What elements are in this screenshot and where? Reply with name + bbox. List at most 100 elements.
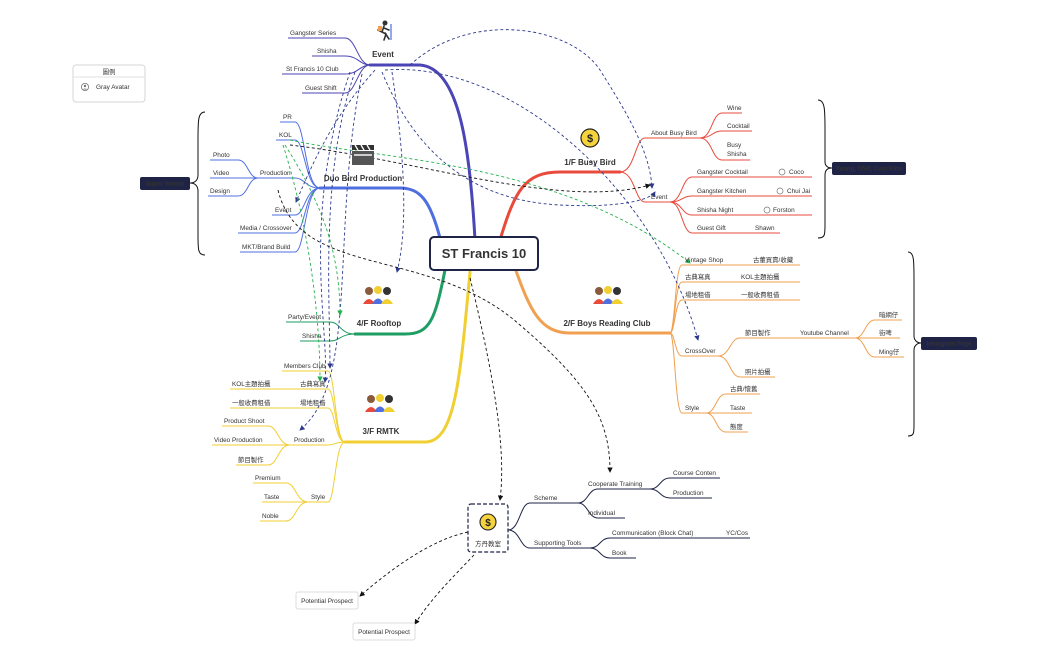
dollar-coin-icon: $	[580, 128, 600, 148]
super-vender-tag[interactable]	[140, 177, 190, 190]
svg-text:$: $	[485, 518, 491, 529]
rmtk-production-item[interactable]: Video Production	[214, 437, 263, 444]
rmtk-style-item[interactable]: Taste	[264, 494, 280, 501]
rmtk-production-item[interactable]: Product Shoot	[224, 418, 265, 425]
duo-title[interactable]: Duo Bird Production	[324, 174, 402, 183]
rmtk-members[interactable]: Members Club	[284, 363, 326, 370]
event-icon	[377, 20, 392, 41]
busy-event-name[interactable]: Shisha Night	[697, 207, 733, 214]
boys-crossover[interactable]: CrossOver	[685, 348, 716, 355]
school-scheme[interactable]: Scheme	[534, 495, 558, 502]
rmtk-production-item[interactable]: 節目製作	[238, 455, 264, 464]
rmtk-pair-key[interactable]: 場地租借	[300, 398, 326, 407]
event-item[interactable]: St Francis 10 Club	[286, 66, 339, 73]
busy-event[interactable]: Event	[651, 194, 668, 201]
duo-production-item[interactable]: Video	[213, 170, 230, 177]
boys-program[interactable]: 節目製作	[745, 328, 771, 337]
prospect-label: Potential Prospect	[358, 629, 410, 636]
rmtk-pair-value[interactable]: 一般收費租借	[232, 398, 271, 407]
prospect-label: Potential Prospect	[301, 598, 353, 605]
boys-youtube-item[interactable]: 暗網仔	[879, 310, 899, 319]
boys-row-key[interactable]: Vintage Shop	[685, 257, 724, 264]
central-title: ST Francis 10	[442, 246, 527, 261]
boys-style-item[interactable]: 古典/懷舊	[730, 384, 758, 393]
busy-about-item[interactable]: Wine	[727, 105, 742, 112]
rmtk-style[interactable]: Style	[311, 494, 326, 501]
boys-style-item[interactable]: 態度	[730, 422, 743, 431]
event-item[interactable]: Gangster Series	[290, 30, 336, 37]
school-individual[interactable]: Individual	[588, 510, 615, 517]
rmtk-style-item[interactable]: Noble	[262, 513, 279, 520]
boys-row-key[interactable]: 古典寫真	[685, 272, 711, 281]
rmtk-pair-value[interactable]: KOL主題拍攝	[232, 379, 271, 388]
school-supporting[interactable]: Supporting Tools	[534, 540, 582, 547]
school-comm-value[interactable]: YC/Cos	[726, 530, 748, 537]
instagram-label: Instagram Page	[927, 342, 972, 348]
busy-event-name[interactable]: Guest Gift	[697, 225, 726, 232]
svg-text:$: $	[587, 133, 593, 145]
rooftop-title[interactable]: 4/F Rooftop	[357, 319, 402, 328]
duo-other-item[interactable]: Media / Crossover	[240, 225, 293, 232]
duo-production-item[interactable]: Design	[210, 188, 230, 195]
busy-event-person[interactable]: Chui Jai	[787, 188, 810, 195]
rmtk-production[interactable]: Production	[294, 437, 325, 444]
prospect-node[interactable]	[295, 591, 359, 610]
busy-event-person[interactable]: Coco	[789, 169, 804, 176]
busy-about-item[interactable]: Busy	[727, 142, 742, 149]
busy-title[interactable]: 1/F Busy Bird	[564, 158, 616, 167]
duo-pr[interactable]: PR	[283, 114, 292, 121]
boys-youtube-item[interactable]: Ming仔	[879, 347, 900, 356]
school-comm[interactable]: Communication (Block Chat)	[612, 530, 693, 537]
boys-title[interactable]: 2/F Boys Reading Club	[563, 319, 650, 328]
duo-production-item[interactable]: Photo	[213, 152, 230, 159]
young-label: Young, Chill, Cool Kids	[836, 167, 903, 173]
rmtk-pair-key[interactable]: 古典寫真	[300, 379, 326, 388]
people-icon	[365, 394, 395, 412]
people-icon	[363, 286, 393, 304]
boys-youtube[interactable]: Youtube Channel	[800, 330, 849, 337]
boys-style-item[interactable]: Taste	[730, 405, 746, 412]
school-title: 方丹教室	[475, 539, 502, 548]
busy-about[interactable]: About Busy Bird	[651, 130, 697, 137]
busy-event-name[interactable]: Gangster Kitchen	[697, 188, 747, 195]
boys-youtube-item[interactable]: 街啤	[879, 328, 892, 337]
busy-about-item-line2: Shisha	[727, 151, 747, 158]
prospect-node[interactable]	[352, 622, 416, 641]
busy-event-person[interactable]: Shawn	[755, 225, 775, 232]
boys-row-value[interactable]: KOL主題拍攝	[741, 272, 780, 281]
school-coop-item[interactable]: Course Conten	[673, 470, 716, 477]
legend-item: Gray Avatar	[96, 84, 130, 91]
boys-row-value[interactable]: 古董買賣/收藏	[753, 255, 794, 264]
duo-other-item[interactable]: MKT/Brand Build	[242, 244, 291, 251]
school-coop-item[interactable]: Production	[673, 490, 704, 497]
super-vender-label: Super Vender	[146, 182, 185, 188]
duo-production[interactable]: Production	[260, 170, 291, 177]
dollar-coin-icon: $	[479, 513, 497, 531]
boys-style[interactable]: Style	[685, 405, 700, 412]
boys-row-key[interactable]: 場地租借	[685, 290, 711, 299]
busy-event-name[interactable]: Gangster Cocktail	[697, 169, 748, 176]
central-node[interactable]	[429, 236, 539, 271]
school-book[interactable]: Book	[612, 550, 627, 557]
legend-box	[72, 64, 146, 103]
boys-photo[interactable]: 照片拍攝	[745, 367, 771, 376]
legend-title: 圖例	[103, 67, 116, 76]
busy-event-person[interactable]: Forston	[773, 207, 795, 214]
event-title[interactable]: Event	[372, 50, 394, 59]
rmtk-style-item[interactable]: Premium	[255, 475, 281, 482]
rooftop-item[interactable]: Shisha	[302, 333, 322, 340]
busy-about-item[interactable]: Cocktail	[727, 123, 750, 130]
young-tag[interactable]	[832, 162, 906, 175]
rmtk-title[interactable]: 3/F RMTK	[363, 427, 400, 436]
avatar-icon	[763, 168, 786, 214]
rooftop-item[interactable]: Party/Event	[288, 314, 321, 321]
event-item[interactable]: Guest Shift	[305, 85, 337, 92]
school-coop[interactable]: Cooperate Training	[588, 481, 643, 488]
event-item[interactable]: Shisha	[317, 48, 337, 55]
duo-kol[interactable]: KOL	[279, 132, 292, 139]
duo-other-item[interactable]: Event	[275, 207, 292, 214]
boys-row-value[interactable]: 一般收費租借	[741, 290, 780, 299]
instagram-tag[interactable]	[921, 337, 977, 350]
